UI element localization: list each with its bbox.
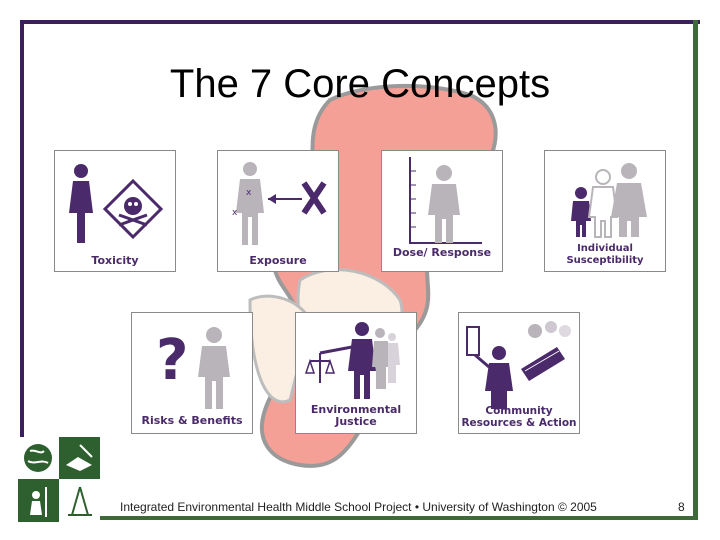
page-title: The 7 Core Concepts [169, 62, 551, 106]
concept-card-exposure: x x Exposure [217, 150, 339, 272]
concept-card-environmental-justice: Environmental Justice [295, 312, 417, 434]
concept-label: Exposure [249, 254, 307, 267]
frame-left-border [20, 20, 24, 440]
concept-label: Toxicity [91, 254, 139, 267]
concept-label: Environmental Justice [310, 403, 402, 428]
project-logo [18, 437, 100, 522]
concept-card-risks-benefits: ? Risks & Benefits [131, 312, 253, 434]
community-action-icon [466, 321, 571, 409]
concept-card-individual-susceptibility: Individual Susceptibility [544, 150, 666, 272]
concept-label: Community Resources & Action [461, 405, 577, 429]
concept-label: Individual Susceptibility [566, 243, 644, 266]
frame-bottom-border [98, 516, 698, 520]
concept-card-toxicity: Toxicity [54, 150, 176, 272]
exposure-icon: x x [232, 162, 327, 245]
frame-right-border [693, 20, 698, 520]
concept-card-dose-response: Dose/ Response [381, 150, 503, 272]
risks-benefits-icon: ? [156, 327, 230, 409]
individual-susceptibility-icon [571, 163, 647, 238]
svg-text:x: x [246, 188, 252, 198]
dose-response-icon [409, 157, 482, 244]
concept-label: Dose/ Response [392, 246, 492, 259]
svg-text:?: ? [156, 328, 188, 393]
footer-credit: Integrated Environmental Health Middle S… [120, 500, 597, 514]
concept-card-community-action: Community Resources & Action [458, 312, 580, 434]
svg-text:x: x [232, 208, 238, 218]
page-number: 8 [678, 500, 685, 514]
concept-label: Risks & Benefits [141, 414, 243, 427]
toxicity-icon [69, 164, 164, 243]
environmental-justice-icon [304, 322, 400, 399]
frame-top-border [20, 20, 700, 24]
